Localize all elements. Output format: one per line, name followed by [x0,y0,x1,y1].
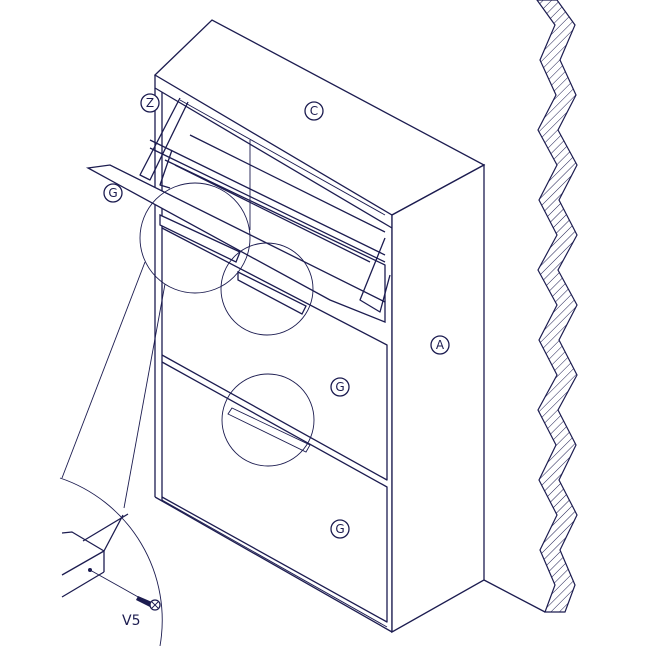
label-g-open-text: G [108,186,117,200]
detail-circle-middle-handle [221,373,315,467]
middle-door-handle [227,407,311,453]
screw-icon [136,596,161,611]
bottom-inner-edge [161,499,388,628]
open-door-panel [85,164,386,323]
label-g-bottom: G [330,519,350,539]
bottom-edge [154,496,393,633]
magnifier-circle [59,477,163,646]
label-z: Z [140,93,160,113]
hinge-left-link [159,149,173,189]
middle-door [161,227,388,481]
label-a: A [430,335,450,355]
detail-board-line-1 [61,550,105,576]
bottom-door [161,361,388,623]
detail-circle-handle [220,242,314,336]
detail-board-top [61,514,124,552]
label-g-middle: G [330,377,350,397]
hinge-left [139,97,189,181]
label-c-text: C [310,104,318,118]
hinge-right [359,237,391,313]
label-z-text: Z [146,96,154,110]
label-c: C [304,101,324,121]
interior-back-line [179,99,386,216]
callout-line-1 [61,261,146,479]
label-g-middle-text: G [335,380,344,394]
flap-rod-4 [189,134,386,233]
side-panel [391,163,485,634]
label-g-open: G [103,183,123,203]
callout-line-2 [123,283,166,509]
flap-rod-1 [149,139,386,256]
wall [483,0,578,613]
open-door-handle-far [237,270,307,315]
open-door [85,97,391,323]
detail-callouts: V5 [59,182,315,646]
screw-label: V5 [122,613,140,629]
flap-rod-2 [149,147,386,263]
detail-board-line-3 [82,513,129,542]
flap-rod-3 [174,164,371,263]
screw-guide-line [89,569,141,599]
detail-circle-open-door [139,182,251,294]
label-a-text: A [436,338,445,352]
detail-board-line-2 [61,571,105,598]
flap-rail [164,159,386,302]
floor-line [483,579,546,613]
open-door-handle [159,213,241,263]
label-g-bottom-text: G [335,522,344,536]
